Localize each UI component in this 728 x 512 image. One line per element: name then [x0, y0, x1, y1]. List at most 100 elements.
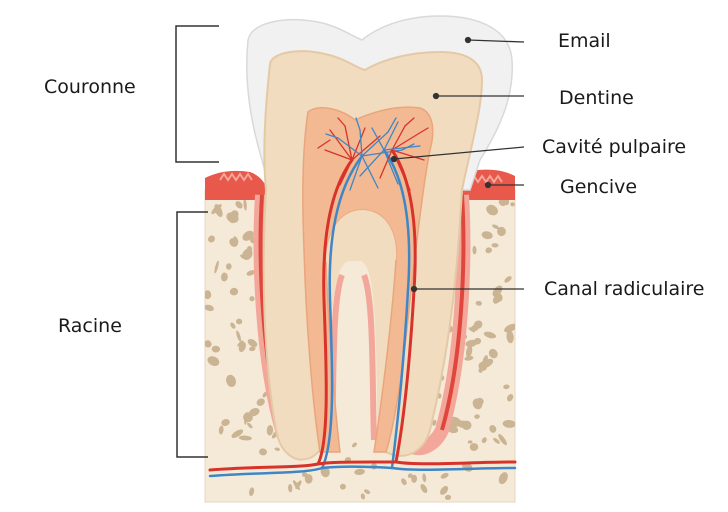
bone-pore: [339, 483, 346, 490]
bone-pore: [238, 435, 252, 441]
bone-pore: [211, 345, 221, 353]
bone-pore: [485, 247, 492, 254]
bone-pore: [444, 494, 452, 501]
bone-pore: [506, 330, 514, 344]
label-couronne: Couronne: [44, 76, 136, 98]
bone-pore: [432, 419, 437, 426]
label-cavite-pulpaire: Cavité pulpaire: [542, 136, 687, 158]
bone-pore: [481, 437, 487, 444]
bone-pore: [246, 246, 253, 252]
bone-pore: [233, 236, 239, 244]
bone-pore: [502, 419, 515, 428]
label-dentine: Dentine: [559, 87, 634, 109]
bone-pore: [465, 345, 473, 358]
bone-pore: [249, 487, 255, 497]
bone-pore: [226, 374, 236, 387]
bone-pore: [481, 231, 493, 240]
bone-pore: [288, 484, 293, 493]
bone-pore: [225, 263, 232, 270]
label-racine: Racine: [58, 315, 122, 337]
bone-pore: [205, 304, 214, 312]
bone-pore: [469, 443, 479, 451]
bone-pore: [506, 394, 514, 402]
bone-pore: [230, 322, 236, 329]
bone-pore: [208, 235, 215, 243]
bone-pore: [420, 483, 428, 494]
label-gencive: Gencive: [560, 176, 638, 198]
label-canal-radiculaire: Canal radiculaire: [544, 278, 705, 300]
bone-pore: [492, 293, 502, 304]
bone-pore: [214, 260, 219, 274]
bone-pore: [249, 296, 255, 302]
bone-pore: [422, 473, 427, 483]
bone-pore: [221, 419, 230, 426]
bone-pore: [472, 245, 477, 255]
crown-bracket: [175, 25, 219, 163]
bone-pore: [510, 202, 515, 207]
bone-pore: [401, 478, 407, 486]
bone-pore: [236, 318, 243, 325]
bone-pore: [492, 224, 500, 230]
bone-pore: [493, 437, 500, 444]
bone-pore: [472, 398, 483, 410]
bone-pore: [440, 472, 449, 479]
bone-pore: [497, 226, 506, 237]
leader-lines: [390, 36, 525, 293]
bone-pore: [482, 355, 488, 367]
bone-pore: [247, 422, 253, 429]
bone-pore: [464, 355, 474, 361]
bone-pore: [486, 204, 498, 216]
bone-pore: [440, 485, 449, 495]
bone-pore: [236, 330, 242, 342]
bone-pore: [256, 398, 265, 406]
bone-pore: [229, 287, 239, 296]
bone-pore: [492, 285, 503, 297]
bone-pore: [498, 472, 508, 485]
blood-vessels: [208, 117, 517, 478]
bone-pore: [243, 198, 247, 211]
bone-pore: [266, 425, 274, 436]
bone-pore: [274, 447, 281, 451]
bone-pore: [491, 243, 499, 248]
bone-pore: [467, 440, 473, 444]
bone-pore: [351, 442, 358, 448]
bone-pore: [226, 212, 239, 223]
bone-pore: [243, 412, 253, 423]
label-email: Email: [558, 30, 611, 52]
bone-pore: [292, 480, 300, 491]
bone-pore: [498, 434, 507, 446]
bone-pore: [360, 493, 366, 500]
bone-pore: [246, 270, 256, 276]
bone-pore: [474, 414, 480, 419]
bone-pore: [407, 473, 413, 479]
bone-pore: [304, 474, 313, 484]
bone-pore: [214, 204, 223, 218]
bone-pore: [468, 327, 476, 333]
root-bracket: [176, 211, 208, 458]
inter-root-bone: [328, 258, 378, 440]
bone-pore: [504, 276, 512, 283]
bone-pore: [238, 341, 246, 352]
bone-pore: [205, 290, 212, 300]
bone-pore: [504, 323, 515, 333]
bone-pore: [488, 348, 498, 359]
bone-pore: [465, 339, 478, 348]
bone-pore: [237, 340, 244, 347]
bone-pore: [483, 331, 497, 339]
bone-pore: [489, 424, 497, 433]
bone-pore: [498, 198, 507, 207]
bone-pore: [363, 489, 371, 495]
bone-pore: [220, 272, 228, 282]
bone-pore: [475, 300, 482, 306]
bone-pore: [354, 468, 365, 476]
bone-pore: [411, 474, 418, 483]
bone-pore: [249, 346, 256, 352]
bone-pore: [218, 425, 224, 435]
bone-pore: [205, 340, 212, 348]
bone-pore: [235, 201, 243, 209]
bone-pore: [231, 429, 244, 438]
bone-pore: [247, 338, 258, 348]
bone-pore: [207, 356, 220, 366]
